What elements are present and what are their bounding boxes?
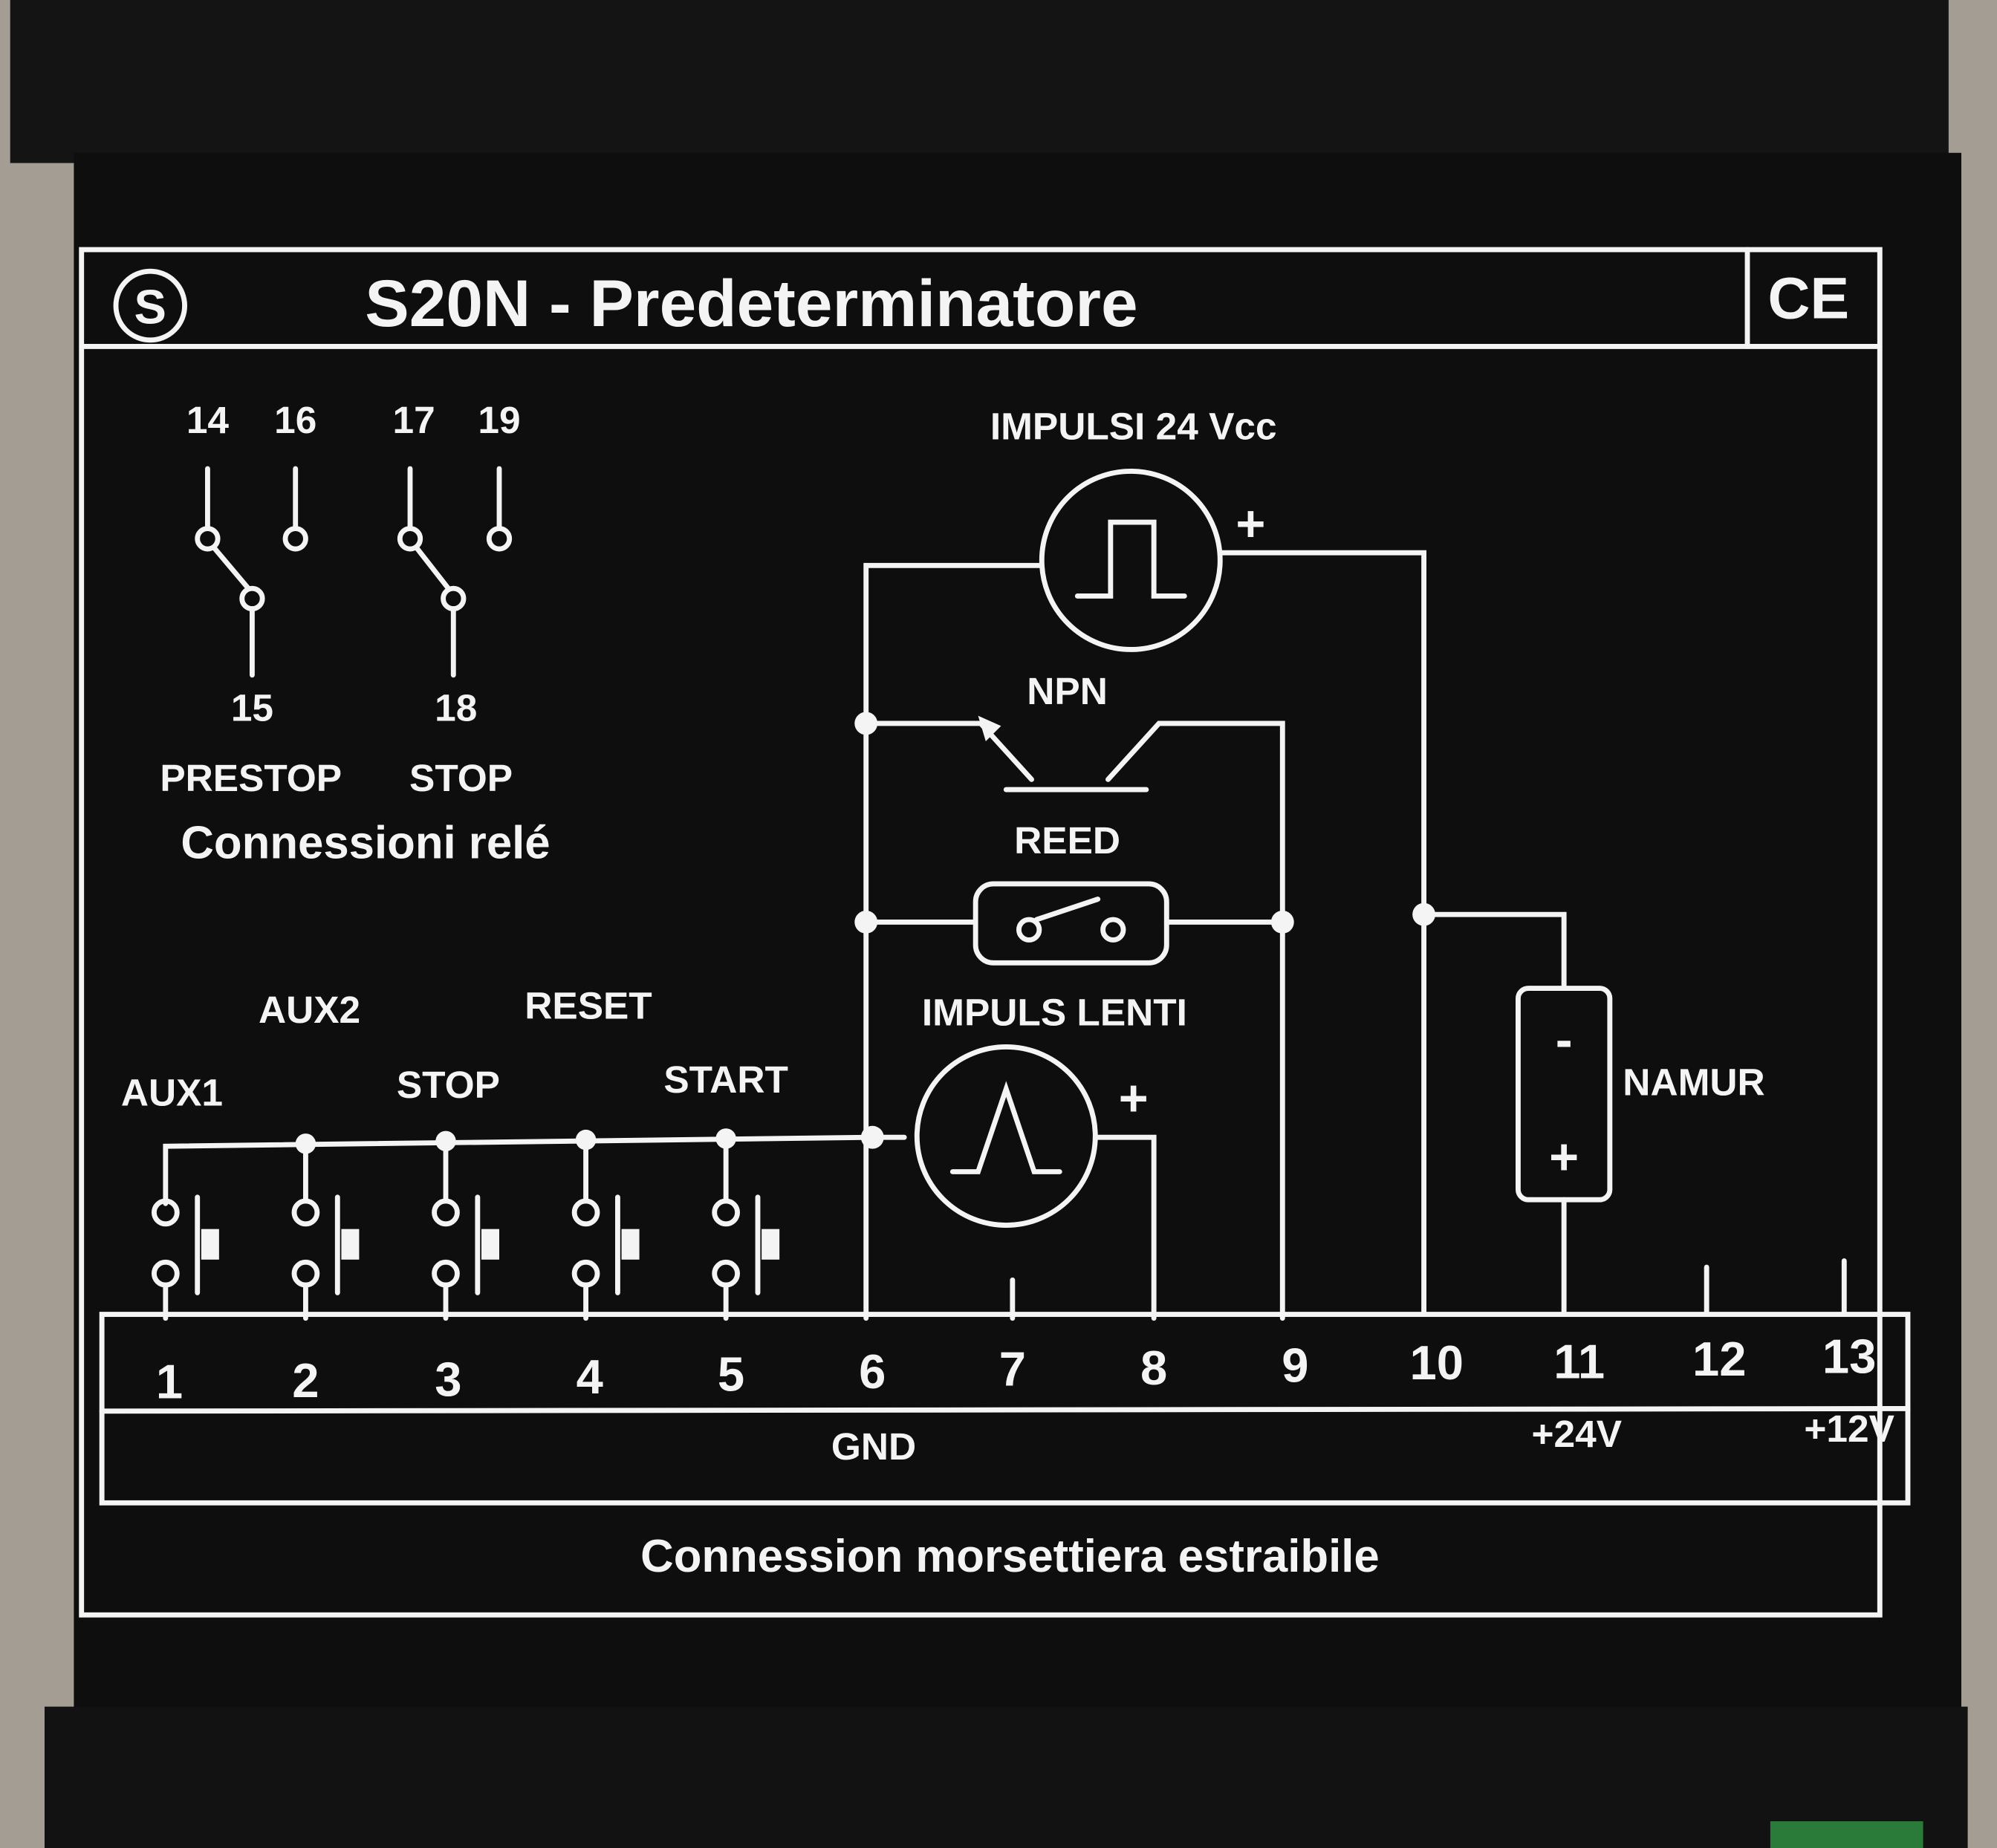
prestop-relay-contact-icon <box>195 466 308 678</box>
green-connector <box>1770 1821 1923 1848</box>
terminal-5: 5 <box>718 1347 744 1401</box>
terminal-12: 12 <box>1692 1332 1746 1386</box>
aux1-label: AUX1 <box>121 1070 223 1113</box>
relay-terminal-15: 15 <box>231 686 273 729</box>
label-frame <box>79 247 1883 1618</box>
stop-relay-contact-icon <box>397 466 513 678</box>
terminal-block-caption: Connession morsettiera estraibile <box>640 1531 1380 1582</box>
relay-terminal-17: 17 <box>393 398 435 441</box>
stop-relay-label: STOP <box>409 756 513 799</box>
terminal-4: 4 <box>577 1350 603 1404</box>
slow-impulse-label: IMPULS LENTI <box>922 990 1187 1033</box>
terminal-6: 6 <box>859 1344 886 1399</box>
pushbutton-icon <box>151 1194 219 1321</box>
reed-switch-icon <box>863 881 1285 966</box>
namur-plus-sign: + <box>1549 1128 1579 1185</box>
terminal-1: 1 <box>156 1355 183 1409</box>
top-bezel <box>10 0 1949 163</box>
slow-pulse-source-icon <box>914 1044 1098 1228</box>
relay-diagram: 14 16 17 19 15 18 PRESTOP STOP Connessio… <box>160 398 550 869</box>
reset-label: RESET <box>525 984 652 1027</box>
relay-terminal-19: 19 <box>478 398 520 441</box>
plus-12v-label: +12V <box>1804 1407 1894 1450</box>
sensor-wiring: IMPULSI 24 Vcc + NPN REED IMPULS LENTI + <box>854 405 1847 1321</box>
terminal-7: 7 <box>999 1342 1026 1396</box>
namur-label: NAMUR <box>1623 1061 1764 1104</box>
prestop-label: PRESTOP <box>160 756 342 799</box>
pushbutton-icon <box>712 1128 780 1321</box>
pushbutton-icon <box>432 1130 499 1321</box>
pushbutton-icon <box>291 1133 360 1321</box>
start-label: START <box>663 1058 788 1101</box>
terminal-block: 1 2 3 4 5 6 7 8 9 10 11 12 13 GND +24V +… <box>99 1312 1911 1506</box>
npn-transistor-icon <box>863 715 1285 1321</box>
npn-label: NPN <box>1027 669 1108 712</box>
impulse-24vcc-label: IMPULSI 24 Vcc <box>990 405 1277 448</box>
relay-terminal-18: 18 <box>435 686 477 729</box>
terminal-11: 11 <box>1553 1334 1605 1388</box>
relay-terminal-14: 14 <box>186 398 230 441</box>
terminal-10: 10 <box>1409 1335 1463 1390</box>
terminal-2: 2 <box>292 1353 319 1408</box>
slow-impulse-plus-sign: + <box>1119 1070 1149 1127</box>
brand-logo-letter: S <box>134 280 166 334</box>
terminal-9: 9 <box>1282 1338 1308 1392</box>
reed-label: REED <box>1014 819 1120 862</box>
impulse-plus-sign: + <box>1235 495 1265 553</box>
namur-minus-sign: - <box>1556 1011 1573 1068</box>
bottom-bezel <box>45 1706 1968 1848</box>
ce-mark: CE <box>1768 266 1850 331</box>
aux2-label: AUX2 <box>259 988 360 1031</box>
namur-sensor-icon: - + <box>1421 911 1613 1315</box>
terminal-3: 3 <box>435 1352 461 1406</box>
terminal-8: 8 <box>1140 1341 1167 1395</box>
device-body <box>74 152 1962 1720</box>
gnd-label: GND <box>831 1425 916 1468</box>
pushbutton-icon <box>571 1129 640 1321</box>
terminal-13: 13 <box>1822 1329 1876 1383</box>
relay-section-title: Connessioni relé <box>181 818 550 869</box>
plus-24v-label: +24V <box>1532 1412 1623 1455</box>
device-title: S20N - Predeterminatore <box>365 266 1137 340</box>
brand-logo-icon <box>113 268 187 343</box>
relay-terminal-16: 16 <box>274 398 316 441</box>
input-buttons: AUX1 AUX2 STOP RESET START <box>121 984 907 1321</box>
pulse-source-icon <box>1039 469 1223 652</box>
stop-input-label: STOP <box>397 1063 500 1106</box>
